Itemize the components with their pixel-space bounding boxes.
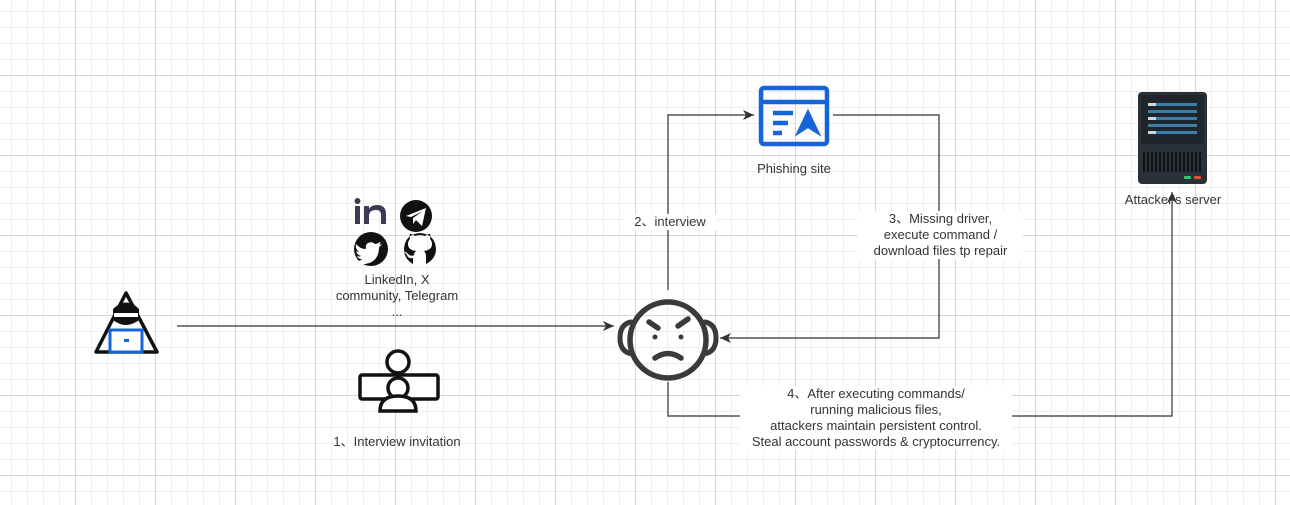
- github-icon: [404, 233, 436, 264]
- phishing-site-label: Phishing site: [757, 161, 831, 176]
- video-meeting-icon: [358, 349, 440, 413]
- twitter-icon: [354, 232, 388, 266]
- telegram-icon: [400, 200, 432, 232]
- edge-label-interview: 2、interview: [624, 214, 716, 230]
- server-icon: [1138, 92, 1207, 184]
- social-platforms-label: LinkedIn, X community, Telegram ...: [335, 272, 459, 319]
- phishing-site-icon: [758, 85, 830, 147]
- edge-interview: [667, 110, 754, 290]
- edge-label-missing-driver: 3、Missing driver, execute command / down…: [858, 211, 1023, 259]
- edge-label-persistent-control: 4、After executing commands/ running mali…: [740, 386, 1012, 450]
- attacker-server-label: Attacker's server: [1124, 192, 1222, 207]
- confused-face-icon: [617, 299, 719, 381]
- linkedin-icon: [354, 198, 386, 224]
- edge-label-invitation: 1、Interview invitation: [333, 434, 461, 449]
- hacker-icon: [94, 291, 159, 354]
